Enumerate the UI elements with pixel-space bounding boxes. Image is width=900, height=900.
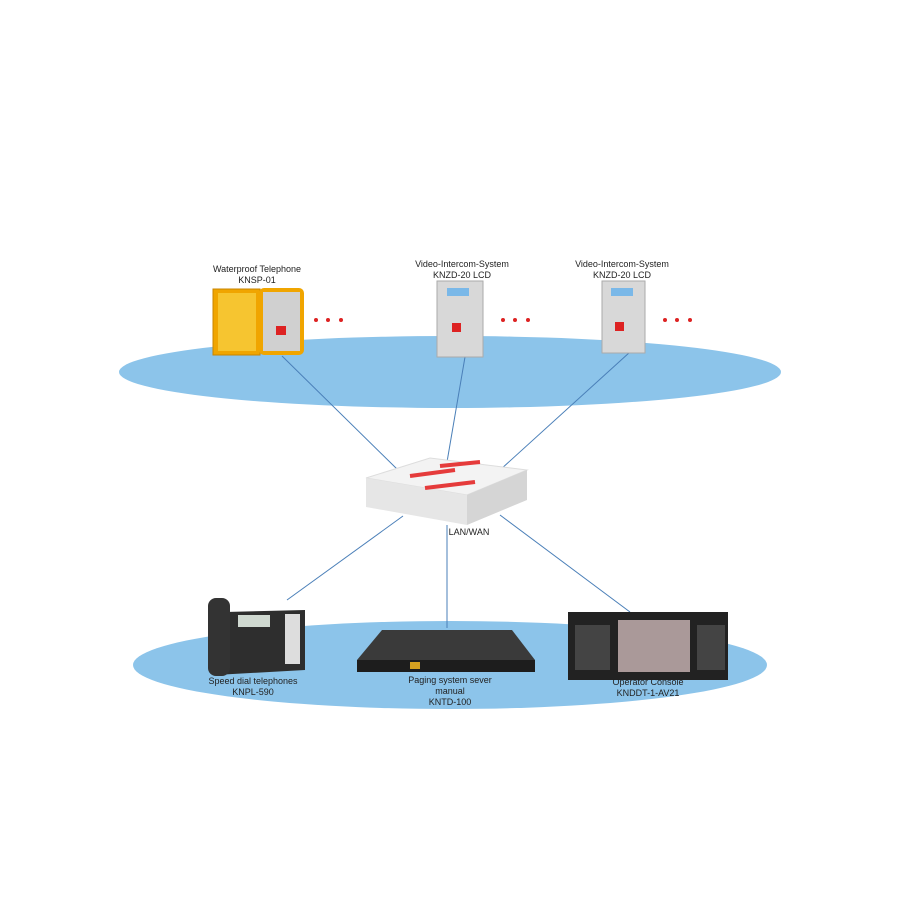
more-dots-icon: [501, 318, 530, 322]
device-name: Waterproof Telephone: [212, 264, 302, 274]
more-dots-icon: [314, 318, 343, 322]
device-model: KNSP-01: [238, 275, 276, 285]
switch-label: LAN/WAN: [448, 527, 490, 537]
paging-server-icon: [357, 630, 535, 672]
desk-telephone-icon: [208, 598, 305, 676]
more-dots-icon: [663, 318, 692, 322]
device-model: KNDDT-1-AV21: [616, 688, 680, 698]
device-name: Paging system sever manual: [408, 675, 492, 696]
device-model: KNZD-20 LCD: [432, 270, 491, 280]
waterproof-telephone-icon: [212, 288, 304, 356]
operator-console-icon: [568, 612, 728, 680]
connection-lines: [281, 351, 631, 628]
network-switch-icon: [365, 457, 529, 525]
device-model: KNZD-20 LCD: [592, 270, 651, 280]
device-name: Speed dial telephones: [208, 676, 298, 686]
device-name: Video-Intercom-System: [575, 259, 669, 269]
device-name: Operator Console: [612, 677, 684, 687]
video-intercom-icon: [436, 280, 484, 358]
video-intercom-icon: [601, 280, 646, 354]
device-model: KNPL-590: [232, 687, 274, 697]
device-name: Video-Intercom-System: [415, 259, 509, 269]
device-model: KNTD-100: [428, 697, 472, 707]
